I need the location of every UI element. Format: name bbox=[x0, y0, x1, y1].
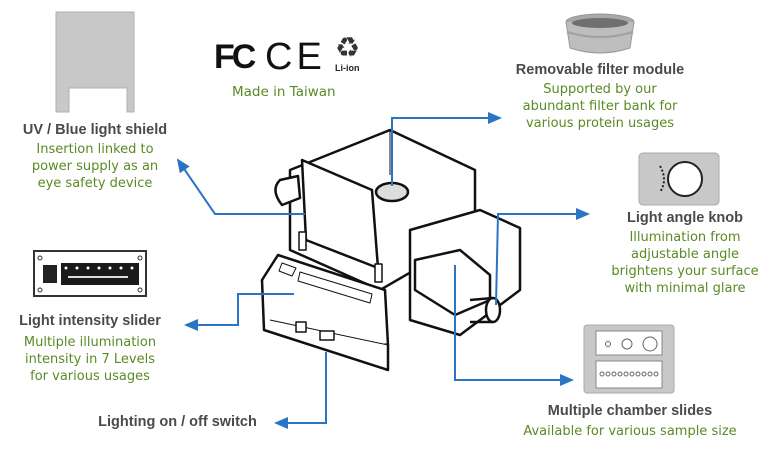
callout-slides bbox=[454, 265, 574, 386]
callout-shield bbox=[176, 158, 305, 215]
recycle-icon: ♻ bbox=[335, 31, 361, 64]
feature-desc: Insertion linked to power supply as an e… bbox=[31, 142, 159, 191]
shield-icon bbox=[55, 11, 135, 113]
ce-logo: CE bbox=[265, 36, 326, 78]
callout-switch bbox=[274, 352, 327, 429]
callout-filter bbox=[391, 112, 502, 186]
feature-desc: Multiple illumination intensity in 7 Lev… bbox=[23, 335, 157, 384]
feature-desc: Supported by our abundant filter bank fo… bbox=[522, 82, 678, 131]
light-angle-knob-icon bbox=[638, 152, 720, 206]
feature-title: UV / Blue light shield bbox=[22, 122, 168, 138]
light-intensity-slider-icon bbox=[33, 250, 147, 297]
made-in-taiwan: Made in Taiwan bbox=[232, 84, 336, 100]
feature-desc: Illumination from adjustable angle brigh… bbox=[611, 230, 759, 296]
fcc-logo: FC bbox=[214, 38, 256, 76]
feature-title: Removable filter module bbox=[515, 62, 685, 78]
chamber-slides-icon bbox=[583, 324, 675, 394]
feature-slider: Light intensity slider Multiple illumina… bbox=[0, 313, 180, 385]
feature-shield: UV / Blue light shield Insertion linked … bbox=[0, 122, 190, 192]
feature-slides: Multiple chamber slides Available for va… bbox=[515, 403, 745, 440]
callout-slider bbox=[184, 293, 294, 331]
feature-filter: Removable filter module Supported by our… bbox=[500, 62, 700, 132]
device-illustration bbox=[260, 128, 522, 372]
feature-title: Light intensity slider bbox=[19, 313, 161, 329]
callout-lines bbox=[176, 112, 590, 429]
filter-module-icon bbox=[565, 13, 635, 54]
feature-title: Light angle knob bbox=[627, 210, 743, 226]
callout-knob bbox=[495, 208, 590, 306]
li-ion-label: Li-ion bbox=[335, 63, 360, 73]
feature-desc: Available for various sample size bbox=[523, 424, 737, 439]
feature-title: Lighting on / off switch bbox=[98, 414, 257, 430]
feature-title: Multiple chamber slides bbox=[547, 403, 713, 419]
feature-switch: Lighting on / off switch bbox=[85, 414, 270, 430]
feature-knob: Light angle knob Illumination from adjus… bbox=[600, 210, 770, 297]
